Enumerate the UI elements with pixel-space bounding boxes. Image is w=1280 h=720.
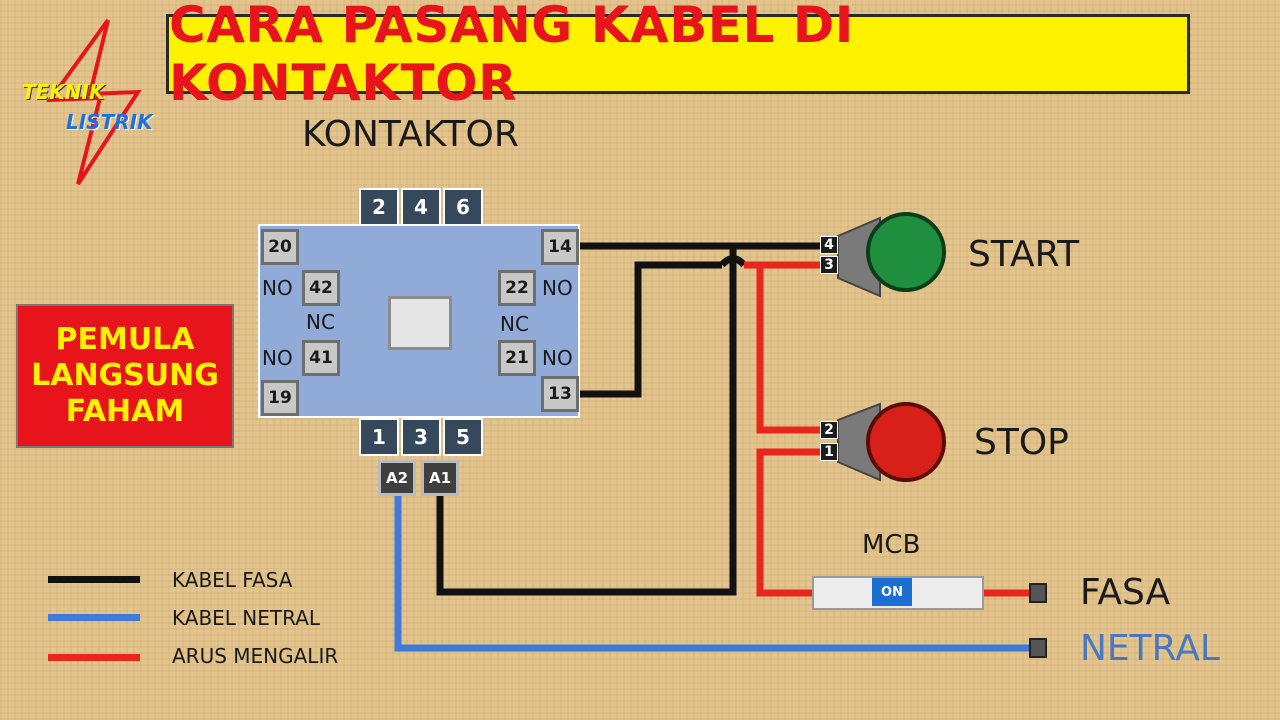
badge-line-1: PEMULA [55, 322, 195, 357]
wire-netral [394, 496, 1036, 652]
terminal-1[interactable]: 1 [359, 418, 399, 456]
wire-red-stop-mcb [756, 448, 840, 597]
terminal-21[interactable]: 21 [498, 340, 536, 376]
terminal-3[interactable]: 3 [401, 418, 441, 456]
fasa-terminal [1029, 583, 1047, 603]
terminal-42[interactable]: 42 [302, 270, 340, 306]
wire-red-start-stop [756, 261, 840, 434]
stop-button-body [837, 402, 881, 482]
terminal-4[interactable]: 4 [401, 188, 441, 226]
terminal-22[interactable]: 22 [498, 270, 536, 306]
terminal-20[interactable]: 20 [261, 229, 299, 265]
legend-text-arus: ARUS MENGALIR [172, 644, 339, 668]
terminal-41[interactable]: 41 [302, 340, 340, 376]
start-terminal-4[interactable]: 4 [820, 236, 838, 254]
label-nc-left: NC [306, 310, 335, 334]
legend-text-netral: KABEL NETRAL [172, 606, 321, 630]
start-button-cap [866, 212, 946, 292]
terminal-6[interactable]: 6 [443, 188, 483, 226]
terminal-a2[interactable]: A2 [378, 460, 416, 496]
terminal-19[interactable]: 19 [261, 380, 299, 416]
terminal-2[interactable]: 2 [359, 188, 399, 226]
label-no-right-top: NO [542, 276, 573, 300]
badge-line-2: LANGSUNG [31, 358, 219, 393]
terminal-5[interactable]: 5 [443, 418, 483, 456]
start-terminal-3[interactable]: 3 [820, 256, 838, 274]
wire-13-to-start [580, 261, 722, 398]
stop-button-cap [866, 402, 946, 482]
page-title: CARA PASANG KABEL DI KONTAKTOR [166, 0, 1190, 112]
stop-terminal-2[interactable]: 2 [820, 421, 838, 439]
netral-terminal [1029, 638, 1047, 658]
legend-text-fasa: KABEL FASA [172, 568, 293, 592]
legend-swatch-fasa [48, 576, 140, 583]
netral-label: NETRAL [1080, 628, 1220, 669]
label-no-left-top: NO [262, 276, 293, 300]
pemula-badge: PEMULA LANGSUNG FAHAM [16, 304, 234, 448]
wire-a1 [436, 246, 737, 596]
label-no-left-bottom: NO [262, 346, 293, 370]
mcb-switch[interactable]: ON [872, 578, 912, 606]
terminal-13[interactable]: 13 [541, 376, 579, 412]
badge-line-3: FAHAM [65, 394, 185, 429]
logo-text-listrik: LISTRIK [66, 110, 153, 134]
label-nc-right: NC [500, 312, 529, 336]
contactor-coil-window [388, 296, 452, 350]
lightning-icon [45, 18, 142, 186]
terminal-14[interactable]: 14 [541, 229, 579, 265]
stop-label: STOP [974, 422, 1069, 463]
logo-text-teknik: TEKNIK [22, 80, 105, 104]
fasa-label: FASA [1080, 572, 1171, 613]
label-no-right-bottom: NO [542, 346, 573, 370]
terminal-a1[interactable]: A1 [421, 460, 459, 496]
legend-swatch-netral [48, 614, 140, 621]
start-label: START [968, 234, 1080, 275]
stop-terminal-1[interactable]: 1 [820, 443, 838, 461]
legend-swatch-arus [48, 654, 140, 661]
mcb-label: MCB [862, 530, 921, 560]
kontaktor-label: KONTAKTOR [302, 114, 519, 155]
